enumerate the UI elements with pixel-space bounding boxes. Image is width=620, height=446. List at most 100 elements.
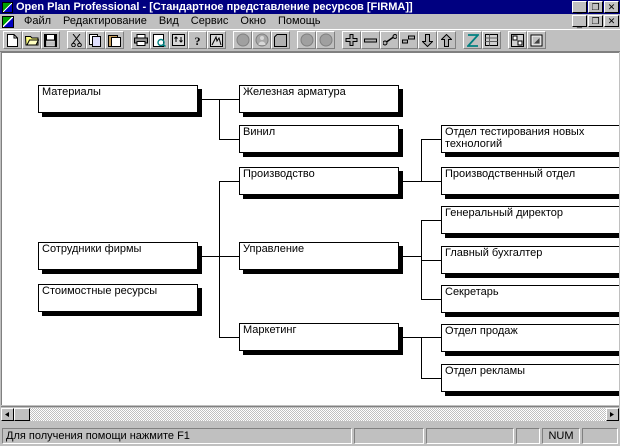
menu-item-file[interactable]: Файл — [24, 15, 52, 27]
restore-icon: ❐ — [591, 2, 600, 12]
toolbar-button-help-question[interactable]: ? — [188, 31, 207, 49]
toolbar-button-copy[interactable] — [86, 31, 105, 49]
menu-item-view[interactable]: Вид — [158, 15, 179, 27]
document-icon[interactable] — [2, 15, 14, 28]
diagram-node-otdel-test[interactable]: Отдел тестирования новых технологий — [441, 125, 619, 153]
resource-circle-icon — [236, 33, 250, 47]
minimize-button[interactable]: _ — [572, 1, 587, 14]
toolbar-button-cut-scissors[interactable] — [67, 31, 86, 49]
status-panel-b — [426, 428, 514, 444]
toolbar-button-sort-circle[interactable] — [316, 31, 335, 49]
diagram-node-glav-buh[interactable]: Главный бухгалтер — [441, 246, 619, 274]
connector-sotrudniki-stub — [198, 256, 220, 257]
window-controls: _ ❐ ✕ — [572, 1, 619, 14]
open-folder-icon — [24, 34, 39, 46]
connector-to-gen-director — [421, 220, 441, 221]
diagram-node-armatura[interactable]: Железная арматура — [239, 85, 399, 113]
diagram-node-proizv-otdel[interactable]: Производственный отдел — [441, 167, 619, 195]
toolbar-button-properties[interactable] — [207, 31, 226, 49]
diagram-node-otdel-reklamy[interactable]: Отдел рекламы — [441, 364, 619, 392]
toolbar-button-print[interactable] — [131, 31, 150, 49]
toolbar-button-resource-circle[interactable] — [233, 31, 252, 49]
menu-item-service[interactable]: Сервис — [190, 15, 229, 27]
connector-to-upravlenie — [219, 256, 239, 257]
connector-to-otdel-reklamy — [421, 378, 441, 379]
connector-to-otdel-prodazh — [421, 337, 441, 338]
menu-item-edit[interactable]: Редактирование — [63, 15, 147, 27]
bar-chart-icon — [402, 34, 415, 46]
diagram-node-gen-director[interactable]: Генеральный директор — [441, 206, 619, 234]
mdi-restore-button[interactable]: ❐ — [588, 15, 603, 27]
toolbar-button-new-file[interactable] — [3, 31, 22, 49]
diagram-node-otdel-prodazh[interactable]: Отдел продаж — [441, 324, 619, 352]
diagram-node-sotrudniki[interactable]: Сотрудники фирмы — [38, 242, 198, 270]
diagram-node-label: Производство — [243, 168, 315, 180]
connector-to-marketing — [219, 337, 239, 338]
horizontal-scrollbar[interactable] — [1, 406, 619, 421]
diagram-node-vinil[interactable]: Винил — [239, 125, 399, 153]
diagram-node-label: Маркетинг — [243, 324, 297, 336]
diagram-node-upravlenie[interactable]: Управление — [239, 242, 399, 270]
toolbar-button-link[interactable] — [380, 31, 399, 49]
scroll-left-arrow-icon[interactable] — [1, 407, 14, 421]
open-plan-icon — [2, 1, 13, 13]
diagram-node-proizvodstvo[interactable]: Производство — [239, 167, 399, 195]
connector-to-vinil — [219, 139, 239, 140]
properties-icon — [210, 33, 223, 47]
toolbar-button-fit-window[interactable] — [527, 31, 546, 49]
svg-text:?: ? — [195, 34, 201, 47]
sort-circle-icon — [319, 33, 333, 47]
scrollbar-thumb[interactable] — [14, 407, 30, 421]
print-preview-icon — [153, 33, 166, 47]
window-title: Open Plan Professional - [Стандартное пр… — [16, 1, 413, 13]
close-button[interactable]: ✕ — [604, 1, 619, 13]
scroll-right-arrow-icon[interactable] — [606, 407, 619, 421]
title-bar: Open Plan Professional - [Стандартное пр… — [0, 0, 620, 14]
resource-person-icon — [255, 33, 269, 47]
toolbar-button-save-disk[interactable] — [41, 31, 60, 49]
new-file-icon — [7, 33, 18, 47]
diagram-node-materialy[interactable]: Материалы — [38, 85, 198, 113]
mdi-minimize-button[interactable]: _ — [572, 15, 587, 28]
grid-view-icon — [485, 34, 498, 46]
diagram-node-sekretar[interactable]: Секретарь — [441, 285, 619, 313]
diagram-node-label: Главный бухгалтер — [445, 247, 543, 259]
connector-sotrudniki-spine — [219, 181, 220, 337]
diagram-node-label: Отдел продаж — [445, 325, 518, 337]
toolbar-button-move-up[interactable] — [437, 31, 456, 49]
menu-item-help[interactable]: Помощь — [277, 15, 321, 27]
toolbar-button-resource-person[interactable] — [252, 31, 271, 49]
toolbar-button-zoom-z[interactable] — [463, 31, 482, 49]
connector-upravlenie-stub — [399, 256, 421, 257]
diagram-node-label: Стоимостные ресурсы — [42, 285, 158, 297]
connector-proizvodstvo-spine — [421, 139, 422, 181]
diagram-node-label: Генеральный директор — [445, 207, 563, 219]
mdi-child-controls: _ ❐ ✕ — [572, 15, 619, 28]
toolbar-button-add-plus[interactable] — [342, 31, 361, 49]
remove-minus-icon — [364, 36, 377, 45]
toolbar-button-grid-view[interactable] — [482, 31, 501, 49]
toolbar-button-sort[interactable] — [169, 31, 188, 49]
toolbar-button-move-down[interactable] — [418, 31, 437, 49]
toolbar-button-filter-circle[interactable] — [297, 31, 316, 49]
mdi-close-button[interactable]: ✕ — [604, 15, 619, 27]
scrollbar-track[interactable] — [14, 407, 606, 421]
diagram-node-label: Производственный отдел — [445, 168, 576, 180]
toolbar-button-paste[interactable] — [105, 31, 124, 49]
menu-item-window[interactable]: Окно — [240, 15, 266, 27]
toolbar-button-layout[interactable] — [508, 31, 527, 49]
restore-button[interactable]: ❐ — [588, 1, 603, 13]
diagram-node-label: Железная арматура — [243, 86, 346, 98]
toolbar-button-print-preview[interactable] — [150, 31, 169, 49]
toolbar-button-bar-chart[interactable] — [399, 31, 418, 49]
save-disk-icon — [44, 33, 57, 47]
diagram-node-stoimostnye[interactable]: Стоимостные ресурсы — [38, 284, 198, 312]
toolbar-button-open-folder[interactable] — [22, 31, 41, 49]
toolbar-button-resource-shape[interactable] — [271, 31, 290, 49]
help-question-icon: ? — [192, 34, 203, 47]
diagram-node-marketing[interactable]: Маркетинг — [239, 323, 399, 351]
toolbar-button-remove-minus[interactable] — [361, 31, 380, 49]
